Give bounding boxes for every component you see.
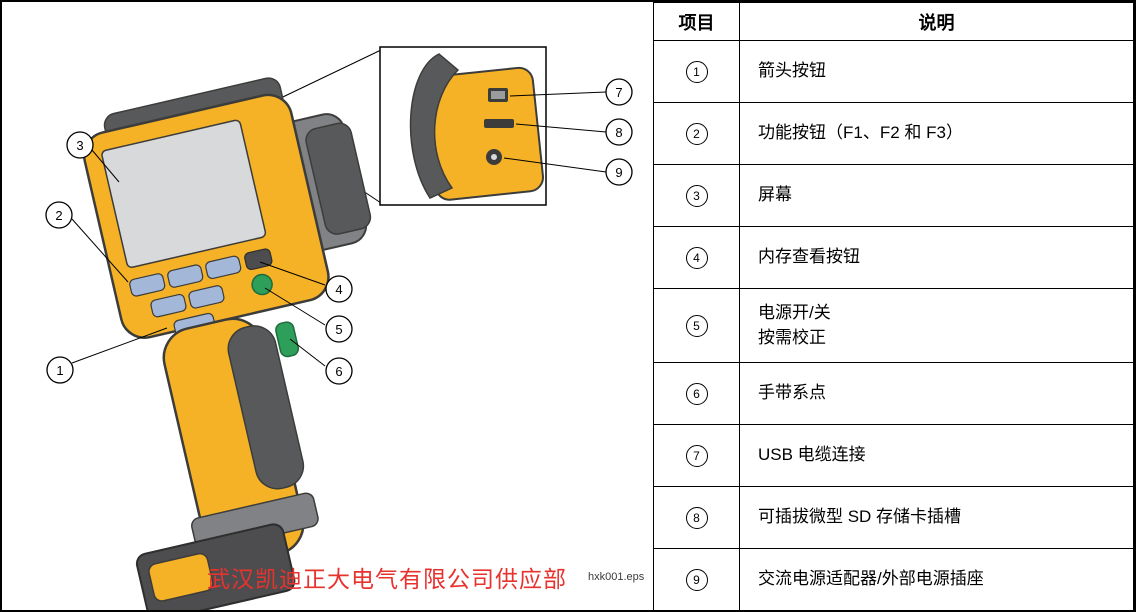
figure-filename: hxk001.eps (588, 571, 645, 583)
arrow-button-right (188, 285, 225, 309)
callout-7: 7 (605, 78, 633, 106)
item-number-badge: 1 (685, 60, 708, 83)
memory-review-button (244, 248, 273, 271)
table-row: 5 电源开/关 按需校正 (653, 288, 1134, 363)
device-illustration: 3 2 1 4 5 6 7 8 9 (45, 46, 633, 610)
item-description: 可插拔微型 SD 存储卡插槽 (739, 486, 1134, 549)
device-figure: 3 2 1 4 5 6 7 8 9 (2, 2, 653, 610)
leader-line-4 (259, 261, 326, 286)
svg-text:1: 1 (56, 363, 63, 378)
table-header-row: 项目 说明 (653, 2, 1134, 41)
callout-5: 5 (325, 315, 353, 343)
svg-text:8: 8 (615, 125, 622, 140)
leader-line-9 (503, 157, 607, 173)
item-number-badge: 9 (685, 568, 708, 591)
battery-latch (148, 552, 214, 602)
item-description: 功能按钮（F1、F2 和 F3） (739, 102, 1134, 165)
camera-screen (101, 119, 267, 269)
svg-text:6: 6 (335, 364, 342, 379)
callout-1: 1 (46, 356, 74, 384)
item-description: 手带系点 (739, 362, 1134, 425)
item-description-line-1: 电源开/关 (758, 302, 831, 322)
callout-6: 6 (325, 357, 353, 385)
leader-line-5 (264, 287, 326, 326)
item-description-line-2: 按需校正 (758, 327, 826, 347)
function-button-f1 (129, 273, 166, 297)
supplier-watermark: 武汉凯迪正大电气有限公司供应部 (207, 566, 567, 592)
item-number-badge: 5 (685, 314, 708, 337)
item-description: 交流电源适配器/外部电源插座 (739, 548, 1134, 610)
callout-8: 8 (605, 118, 633, 146)
zoom-line-top (263, 49, 382, 107)
connector-inset (379, 46, 547, 206)
item-number-badge: 3 (685, 184, 708, 207)
item-description: 屏幕 (739, 164, 1134, 227)
col-header-description: 说明 (739, 2, 1134, 41)
item-number-badge: 7 (685, 444, 708, 467)
leader-line-7 (509, 91, 607, 97)
leader-line-1 (71, 327, 168, 364)
connector-cover-flap (409, 53, 460, 199)
item-number-badge: 6 (685, 382, 708, 405)
lens-front (305, 122, 372, 235)
trigger-panel (227, 325, 305, 490)
parts-table: 项目 说明 1 箭头按钮 2 功能按钮（F1、F2 和 F3） 3 屏幕 4 内… (653, 2, 1134, 610)
table-row: 2 功能按钮（F1、F2 和 F3） (653, 102, 1134, 165)
callout-3: 3 (66, 131, 94, 159)
function-button-f3 (205, 255, 242, 280)
strap-anchor (275, 321, 300, 358)
callout-4: 4 (325, 275, 353, 303)
item-description: USB 电缆连接 (739, 424, 1134, 487)
item-description: 箭头按钮 (739, 40, 1134, 103)
function-button-f2 (167, 264, 204, 288)
sd-card-slot (484, 119, 514, 128)
leader-line-3 (91, 149, 120, 183)
table-row: 4 内存查看按钮 (653, 226, 1134, 289)
svg-text:5: 5 (335, 322, 342, 337)
arrow-button-left (150, 293, 187, 318)
svg-text:4: 4 (335, 282, 342, 297)
svg-text:7: 7 (615, 85, 622, 100)
callout-2: 2 (45, 201, 73, 229)
table-row: 9 交流电源适配器/外部电源插座 (653, 548, 1134, 610)
leader-line-2 (71, 218, 129, 283)
item-number-badge: 2 (685, 122, 708, 145)
power-jack-pin (491, 154, 497, 160)
svg-text:9: 9 (615, 165, 622, 180)
item-description: 内存查看按钮 (739, 226, 1134, 289)
table-row: 7 USB 电缆连接 (653, 424, 1134, 487)
svg-text:2: 2 (55, 208, 62, 223)
leader-line-8 (515, 123, 607, 133)
svg-text:3: 3 (76, 138, 83, 153)
table-row: 3 屏幕 (653, 164, 1134, 227)
item-description: 电源开/关 按需校正 (739, 288, 1134, 363)
col-header-item: 项目 (653, 2, 740, 41)
table-row: 8 可插拔微型 SD 存储卡插槽 (653, 486, 1134, 549)
callout-9: 9 (605, 158, 633, 186)
item-number-badge: 4 (685, 246, 708, 269)
item-number-badge: 8 (685, 506, 708, 529)
thermal-camera (82, 77, 372, 610)
usb-port-inner (491, 91, 505, 99)
leader-line-6 (289, 338, 326, 367)
table-row: 6 手带系点 (653, 362, 1134, 425)
table-row: 1 箭头按钮 (653, 40, 1134, 103)
